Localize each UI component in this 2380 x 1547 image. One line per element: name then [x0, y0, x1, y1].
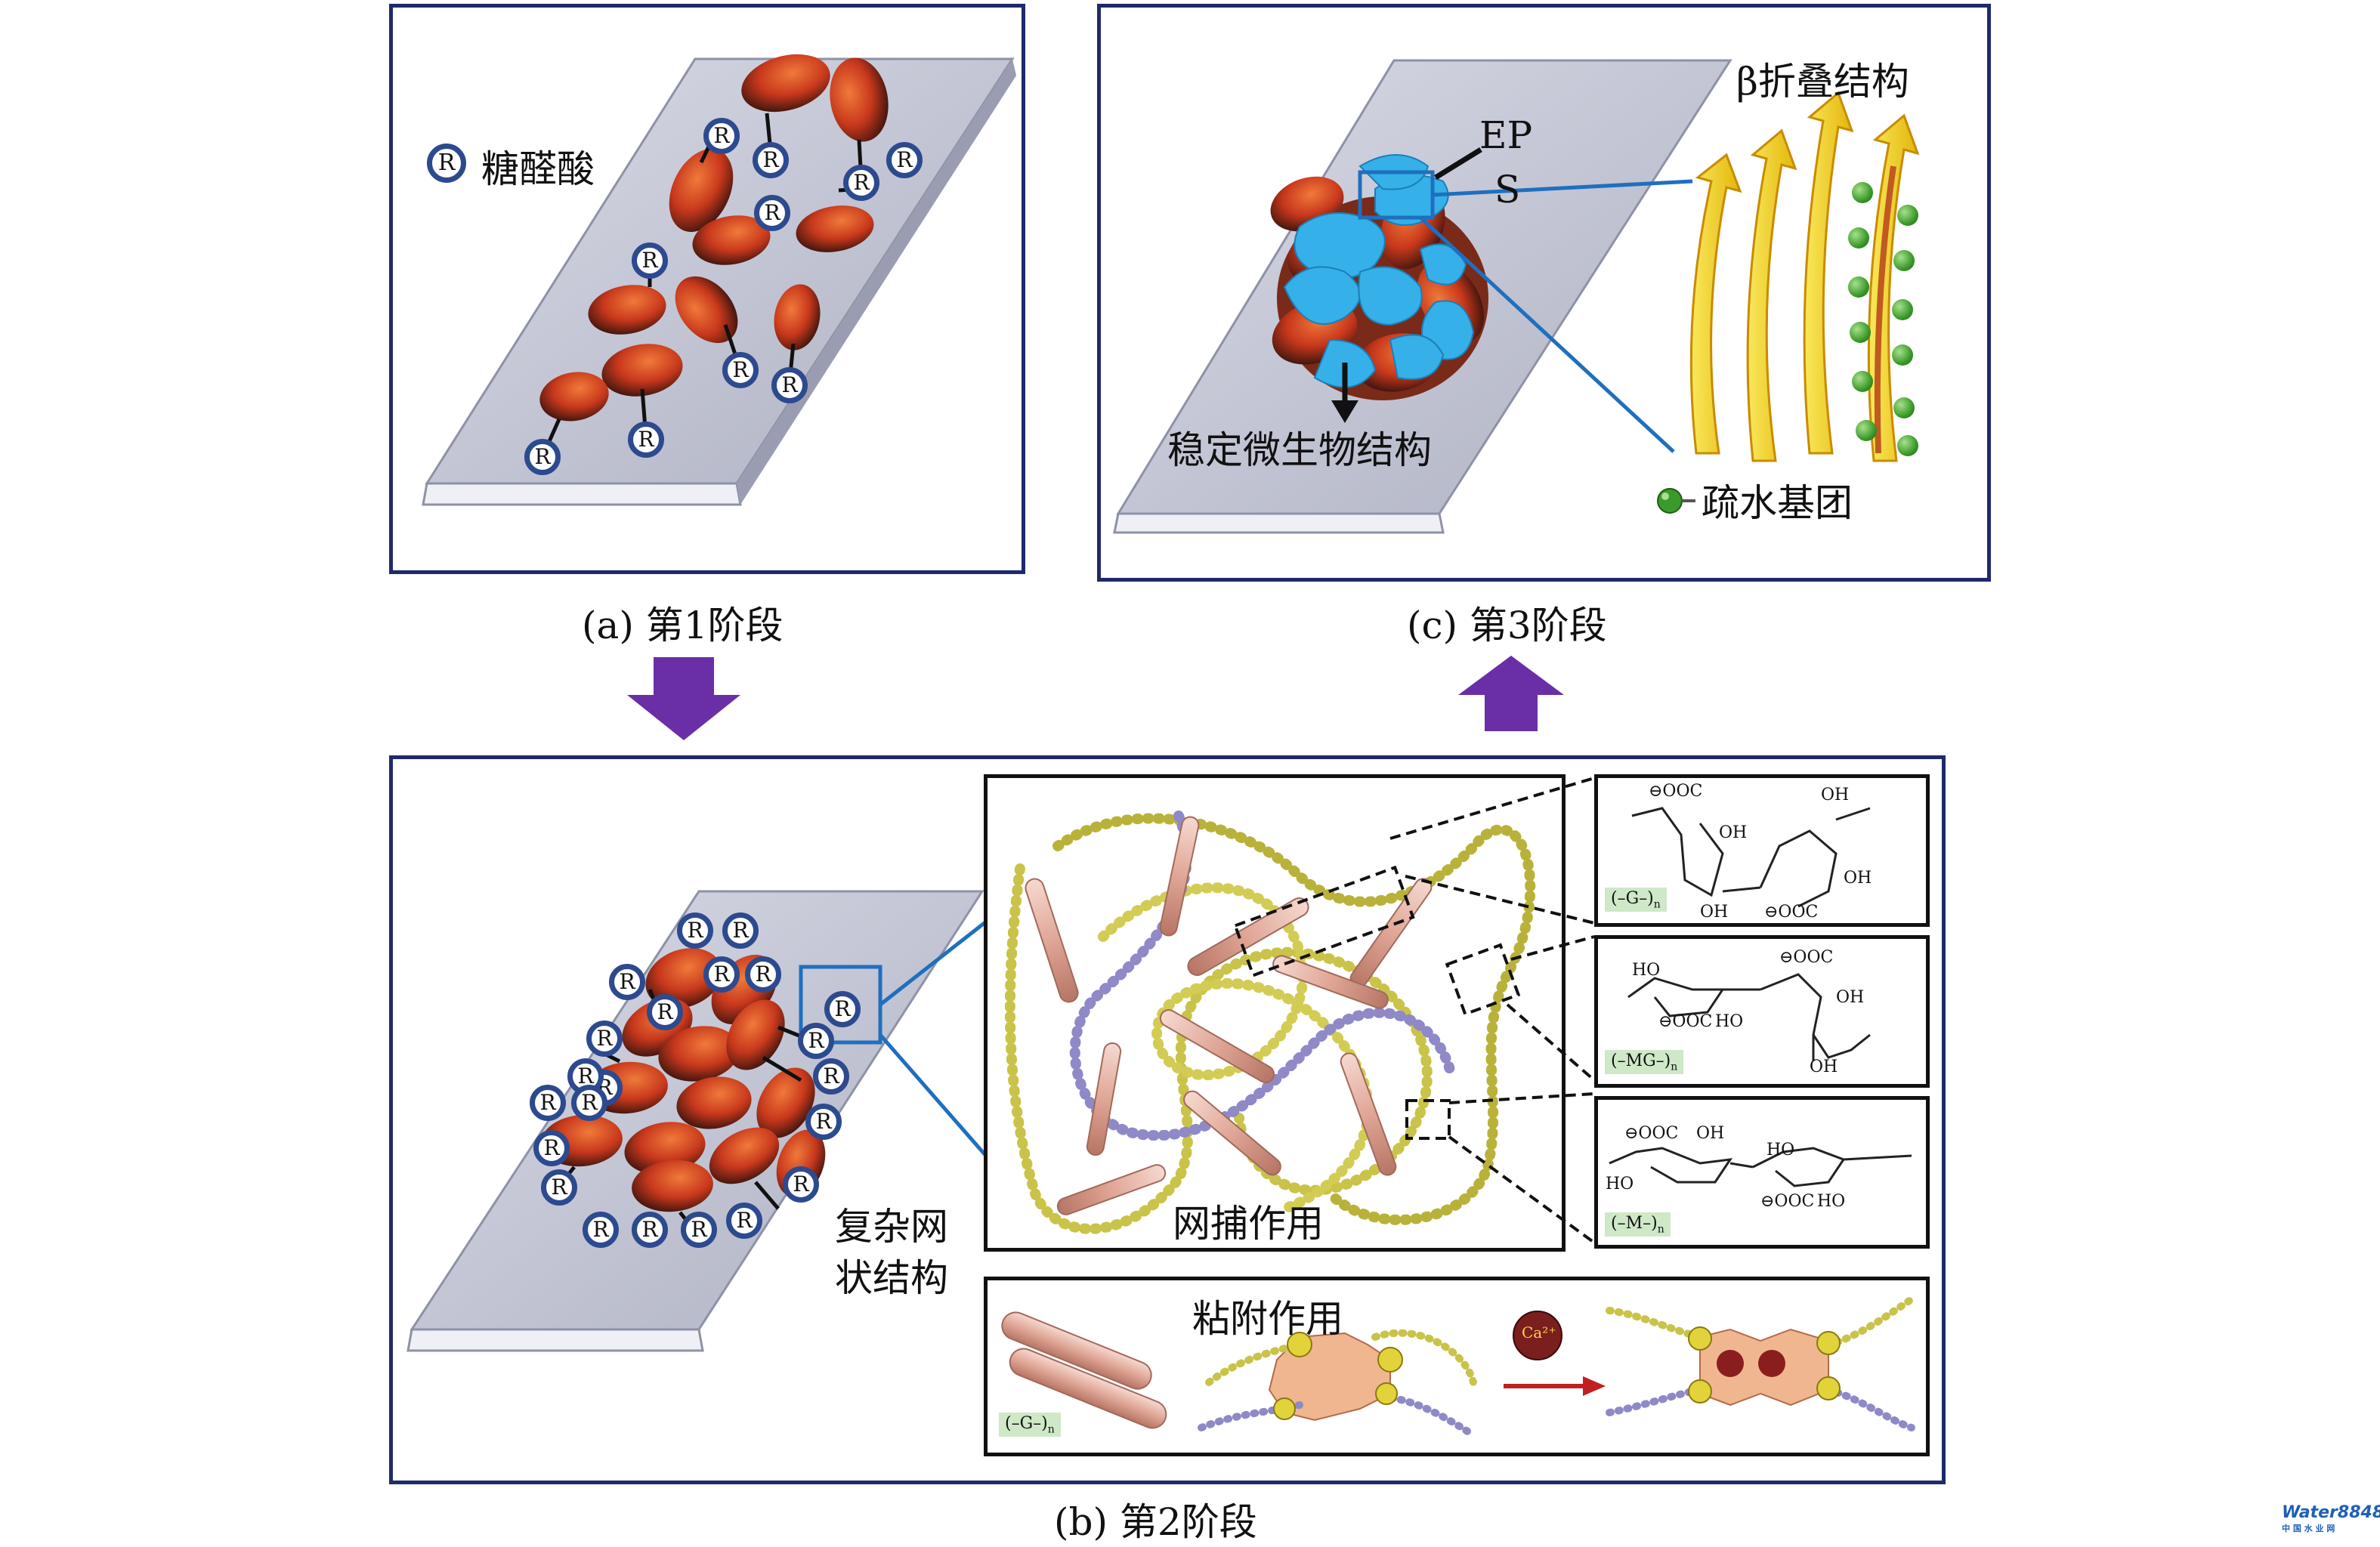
uronic-acid-bead: R [703, 956, 740, 993]
uronic-acid-bead: R [726, 1203, 762, 1239]
calcium-ion-label: Ca²⁺ [1522, 1323, 1556, 1342]
legend-uronic-acid: R 糖醛酸 [427, 140, 729, 193]
legend-hydrophobic: 疏水基团 [1653, 474, 1955, 527]
hydrophobic-group-dot [1892, 344, 1913, 366]
chem-g-group-1: ⊖OOC [1649, 782, 1703, 801]
uronic-acid-bead: R [524, 439, 561, 475]
chem-m-group-6: HO [1817, 1192, 1846, 1211]
label-complex-net-1: 复杂网 [835, 1205, 948, 1249]
chem-m-group-1: ⊖OOC [1624, 1124, 1679, 1143]
chem-mg-group-2: ⊖OOC [1658, 1012, 1713, 1031]
uronic-acid-bead: R [805, 1104, 842, 1140]
chem-m-tag: (–M–)n [1605, 1212, 1671, 1237]
uronic-acid-bead: R [609, 964, 645, 1000]
label-eps-1: EP [1479, 113, 1533, 157]
uronic-acid-bead: R [533, 1130, 570, 1166]
uronic-acid-bead: R [813, 1058, 849, 1095]
label-stable-structure: 稳定微生物结构 [1167, 428, 1432, 472]
uronic-acid-bead: R [843, 165, 879, 201]
uronic-acid-bead: R [722, 912, 759, 949]
legend-bead-icon: R [427, 144, 466, 183]
uronic-acid-bead: R [824, 991, 861, 1027]
uronic-acid-bead: R [783, 1166, 819, 1203]
chem-g-tag: (–G–)n [1605, 888, 1667, 912]
chem-m-group-2: OH [1696, 1124, 1725, 1143]
panel-a-frame [389, 4, 1025, 574]
uronic-acid-bead: R [632, 242, 668, 279]
uronic-acid-bead: R [632, 1212, 668, 1248]
chem-mg-tag: (–MG–)n [1605, 1050, 1684, 1075]
uronic-acid-bead: R [647, 994, 683, 1030]
chem-mg-group-6: OH [1810, 1058, 1838, 1076]
uronic-acid-bead: R [571, 1085, 607, 1121]
chem-g-group-6: ⊖OOC [1764, 903, 1819, 922]
uronic-acid-bead: R [530, 1085, 566, 1121]
hydrophobic-group-dot [1850, 322, 1871, 343]
label-adhesion: 粘附作用 [1192, 1297, 1343, 1341]
caption-c: (c) 第3阶段 [1407, 604, 1607, 647]
chem-m-group-3: HO [1606, 1175, 1634, 1193]
chem-mg-group-4: ⊖OOC [1779, 948, 1834, 967]
label-complex-net-2: 状结构 [835, 1256, 948, 1300]
uronic-acid-bead: R [586, 1021, 623, 1057]
hydrophobic-group-icon [1657, 488, 1695, 514]
legend-label: 糖醛酸 [481, 147, 595, 191]
uronic-acid-bead: R [745, 956, 781, 993]
adhesion-box [984, 1277, 1930, 1456]
hydrophobic-group-dot [1897, 435, 1918, 456]
uronic-acid-bead: R [886, 142, 923, 178]
uronic-acid-bead: R [628, 421, 664, 458]
hydrophobic-group-dot [1892, 299, 1913, 320]
hydrophobic-group-dot [1852, 182, 1873, 203]
caption-b: (b) 第2阶段 [1054, 1500, 1257, 1544]
chem-mg-group-3: OH [1836, 988, 1865, 1007]
chem-g-group-3: OH [1700, 903, 1729, 922]
chem-mg-group-5: HO [1715, 1012, 1744, 1031]
network-trap-box [984, 774, 1566, 1252]
chem-mg-group-1: HO [1632, 961, 1661, 980]
label-eps-2: S [1494, 168, 1521, 212]
uronic-acid-bead: R [722, 352, 759, 388]
caption-a: (a) 第1阶段 [582, 604, 784, 647]
label-net-trapping: 网捕作用 [1173, 1202, 1324, 1246]
watermark-logo: Water8848 中 国 水 业 网 [2282, 1503, 2380, 1533]
uronic-acid-bead: R [681, 1212, 717, 1248]
hydrophobic-group-dot [1848, 276, 1869, 298]
uronic-acid-bead: R [677, 912, 713, 949]
uronic-acid-bead: R [754, 195, 790, 231]
hydrophobic-group-dot [1856, 420, 1877, 441]
uronic-acid-bead: R [771, 367, 808, 403]
uronic-acid-bead: R [753, 142, 789, 178]
uronic-acid-bead: R [798, 1023, 834, 1059]
hydrophobic-group-dot [1893, 250, 1915, 271]
adhesion-tag: (–G–)n [999, 1413, 1061, 1437]
chem-g-group-4: OH [1821, 786, 1850, 804]
label-beta-sheet: β折叠结构 [1736, 60, 1909, 103]
chem-m-group-4: HO [1766, 1141, 1795, 1159]
uronic-acid-bead: R [583, 1212, 619, 1248]
hydrophobic-group-dot [1897, 205, 1918, 226]
uronic-acid-bead: R [703, 118, 740, 154]
hydrophobic-group-dot [1852, 371, 1873, 392]
uronic-acid-bead: R [541, 1169, 577, 1206]
hydrophobic-group-dot [1893, 397, 1915, 418]
chem-g-group-5: OH [1844, 869, 1872, 888]
label-hydrophobic: 疏水基团 [1702, 481, 1853, 525]
chem-g-group-2: OH [1719, 823, 1748, 842]
hydrophobic-group-dot [1848, 227, 1869, 249]
chem-m-group-5: ⊖OOC [1760, 1192, 1815, 1211]
